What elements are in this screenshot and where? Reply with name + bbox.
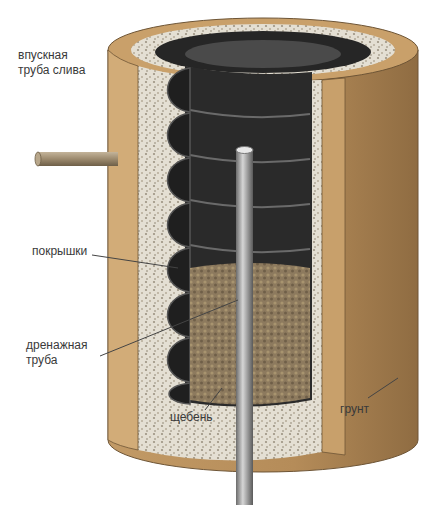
part-label: дренажная труба	[26, 338, 108, 368]
part-label: щебень	[170, 410, 240, 425]
part-label: впускная труба слива	[18, 48, 90, 78]
part-label: грунт	[340, 402, 400, 417]
part-label: покрышки	[32, 244, 112, 259]
